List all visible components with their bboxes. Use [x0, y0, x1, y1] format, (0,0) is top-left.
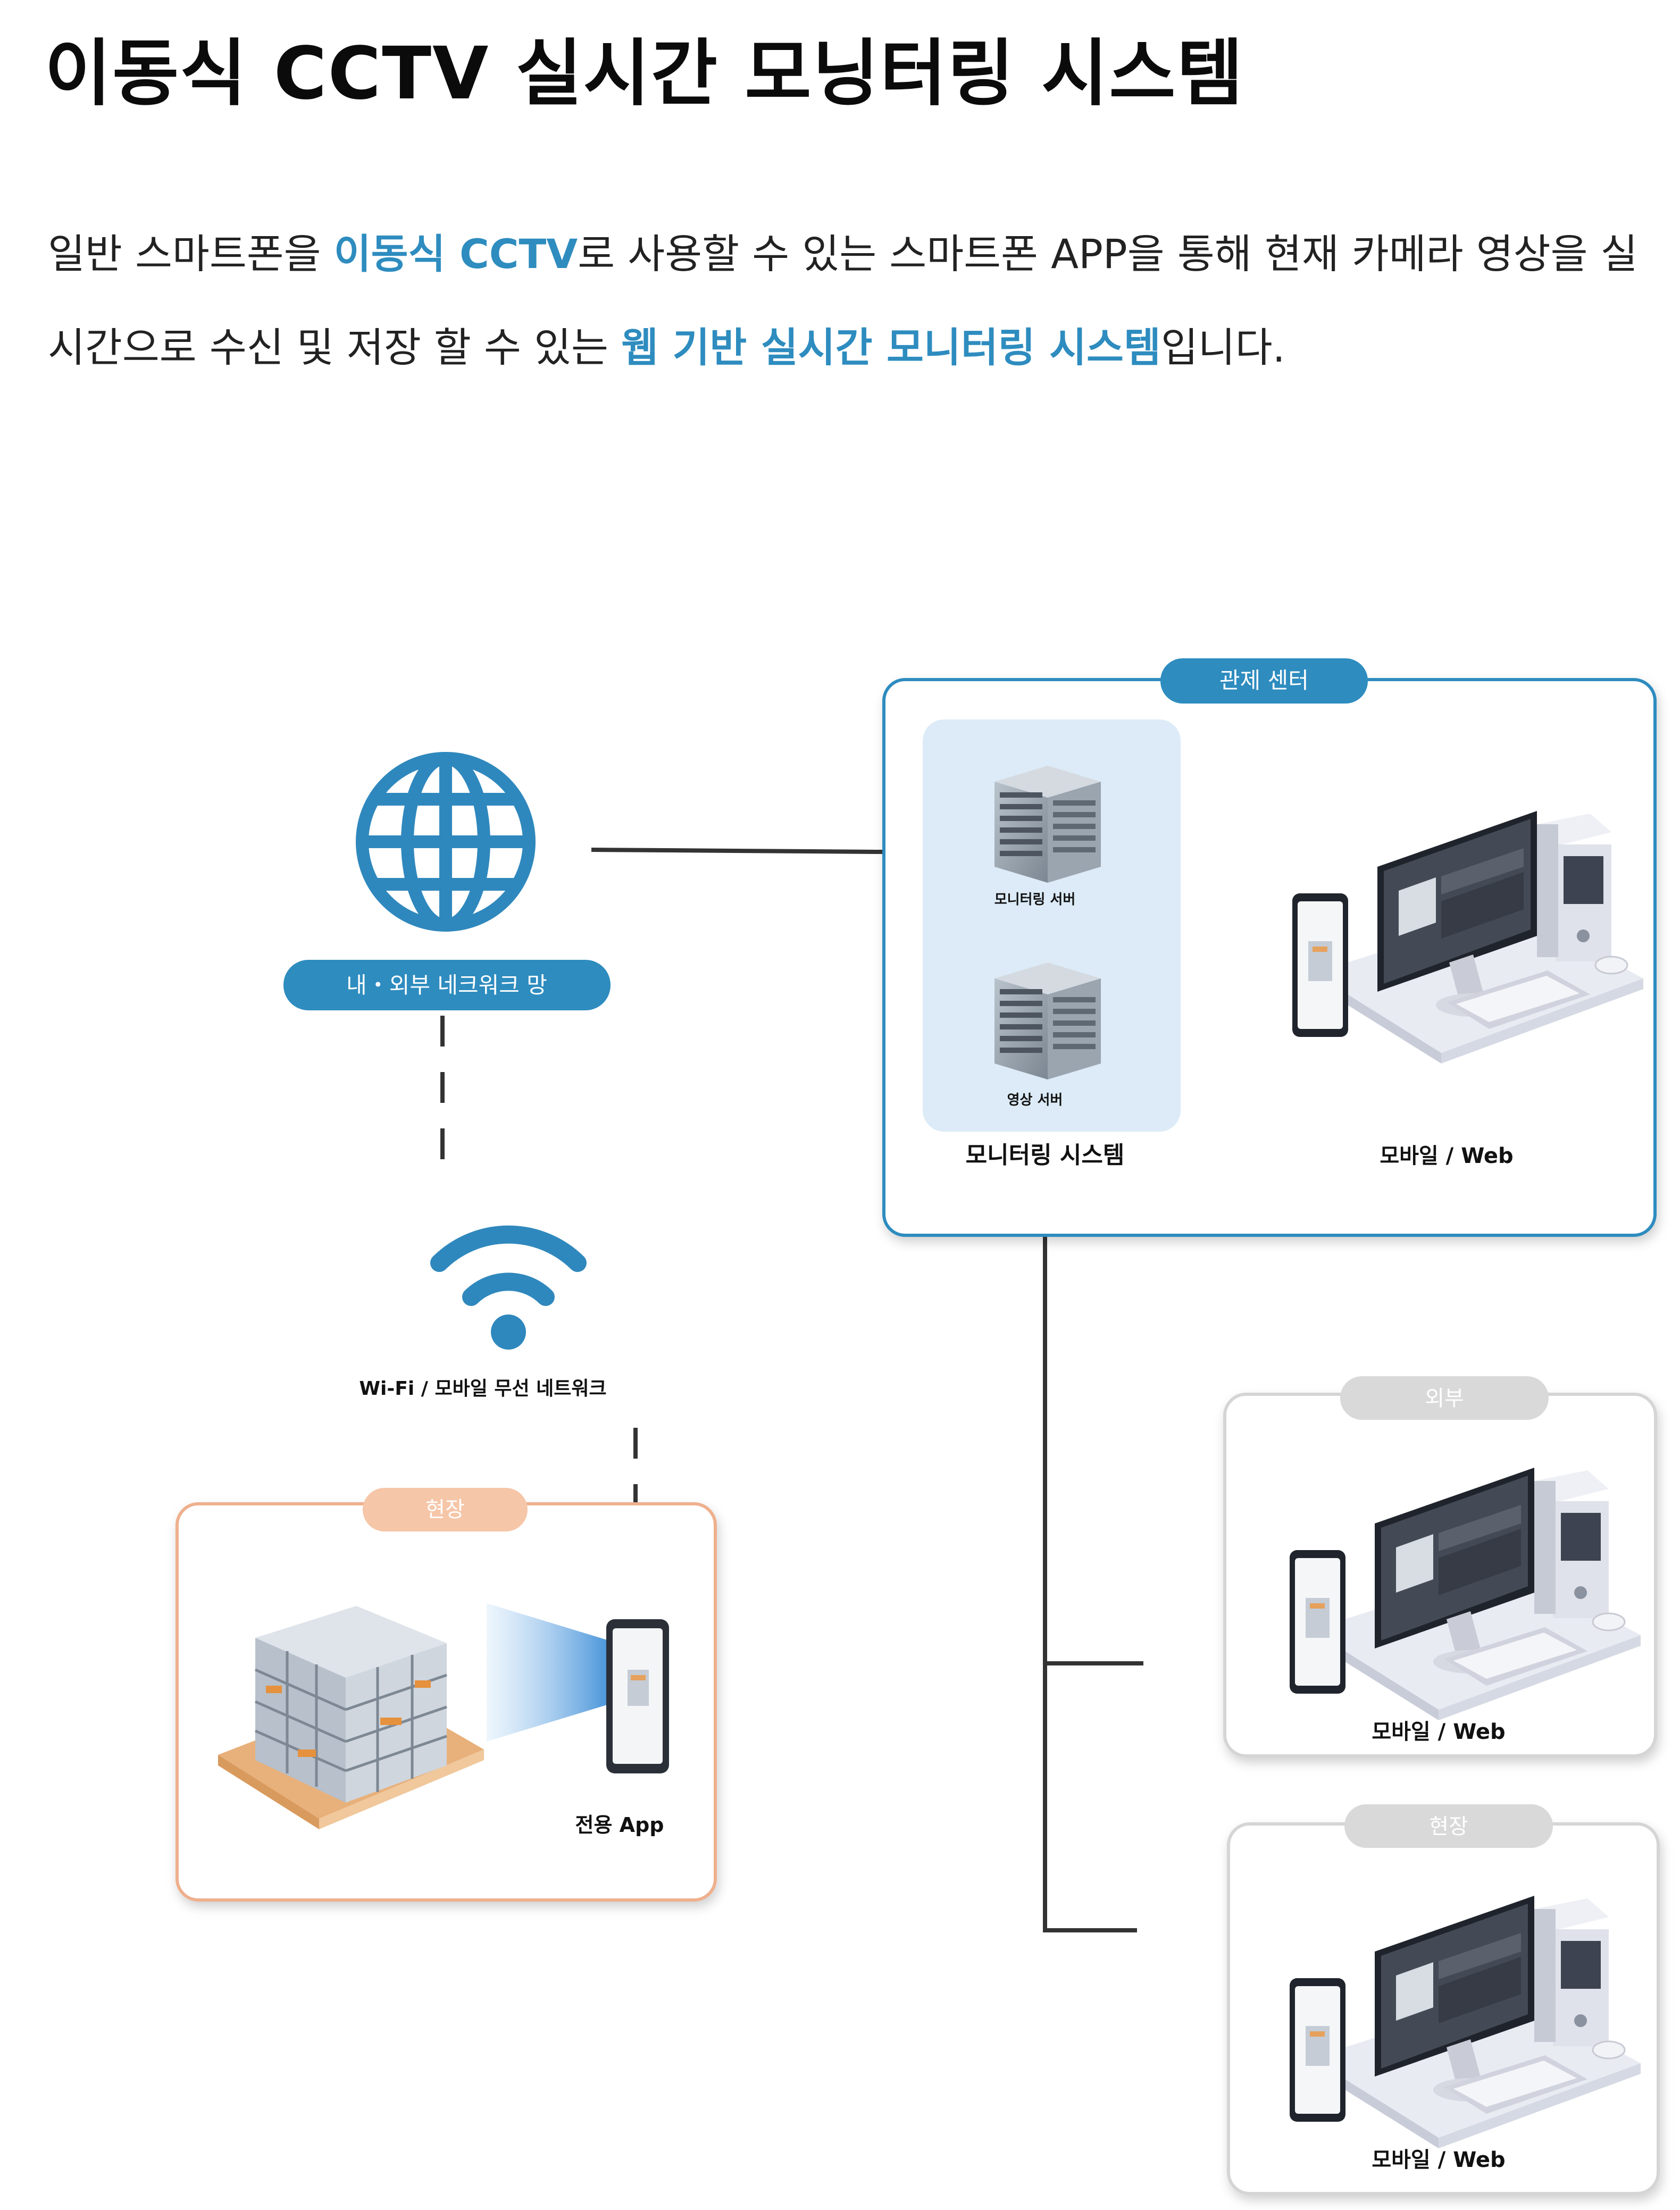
site-box: 현장 — [175, 1488, 717, 1902]
control-center-box: 관제 센터 모니터링 서버 영상 서버 모니터링 시스템 모바일 / Web — [882, 658, 1657, 1237]
globe-icon — [356, 752, 536, 932]
monitoring-server-label: 모니터링 서버 — [994, 892, 1076, 908]
camera-beam — [487, 1603, 609, 1742]
control-client-label: 모바일 / Web — [1380, 1144, 1513, 1168]
control-center-tag: 관제 센터 — [1219, 667, 1309, 693]
wifi-label: Wi-Fi / 모바일 무선 네트워크 — [359, 1378, 606, 1400]
description-text-3: 입니다. — [1160, 324, 1285, 371]
link-network-center — [591, 848, 883, 854]
site-tag: 현장 — [425, 1497, 465, 1522]
external-box: 외부 모바일 / Web — [1223, 1376, 1657, 1757]
network-label: 내・외부 네크워크 망 — [346, 972, 547, 998]
external-tag: 외부 — [1425, 1386, 1464, 1411]
description-text-2: 로 사용할 수 있는 스마트폰 APP을 통해 현재 카메라 영상을 실시간으로… — [48, 230, 1638, 371]
external-client-label: 모바일 / Web — [1372, 1720, 1505, 1744]
link-center-field — [1043, 1235, 1137, 1932]
page-title: 이동식 CCTV 실시간 모닝터링 시스템 — [45, 32, 1244, 116]
app-label: 전용 App — [575, 1813, 664, 1837]
network-pill: 내・외부 네크워크 망 — [283, 960, 611, 1010]
video-server-icon — [994, 962, 1101, 1079]
monitoring-server-icon — [994, 766, 1101, 883]
description-text-1: 일반 스마트폰을 — [48, 230, 334, 278]
description-highlight-system: 웹 기반 실시간 모니터링 시스템 — [621, 324, 1161, 371]
phone-icon — [606, 1619, 669, 1773]
field-box: 현장 모바일 / Web — [1227, 1804, 1660, 2195]
field-client-label: 모바일 / Web — [1372, 2148, 1505, 2172]
video-server-label: 영상 서버 — [1007, 1092, 1063, 1108]
monitoring-system-panel — [923, 719, 1181, 1132]
description-highlight-cctv: 이동식 CCTV — [333, 230, 578, 278]
wifi-icon — [430, 1225, 587, 1350]
building-icon — [218, 1606, 484, 1829]
monitoring-system-label: 모니터링 시스템 — [966, 1142, 1125, 1169]
field-tag: 현장 — [1429, 1814, 1468, 1839]
description: 일반 스마트폰을 이동식 CCTV로 사용할 수 있는 스마트폰 APP을 통해… — [48, 207, 1643, 395]
